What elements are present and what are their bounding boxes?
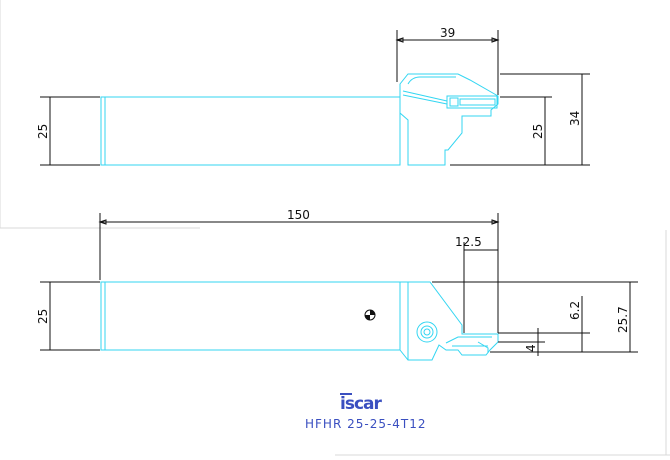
top-insert-seat — [449, 97, 459, 107]
side-head-outline — [399, 281, 499, 361]
dim-39-label: 39 — [440, 26, 455, 40]
dim-6-2-label: 6.2 — [568, 301, 582, 320]
side-shank-outline — [100, 281, 401, 351]
side-insert-top — [445, 336, 492, 344]
dim-150-label: 150 — [287, 208, 310, 222]
top-clamp-line-1 — [402, 90, 448, 102]
dim-25-side-label: 25 — [36, 309, 50, 324]
center-mark-symbol — [364, 309, 376, 321]
side-view-dimensions: 150 12.5 25 25.7 6.2 4 — [36, 208, 638, 356]
top-insert-blade — [459, 98, 496, 106]
dim-39-arrow-right — [491, 37, 500, 43]
brand-logo: iscar — [340, 394, 382, 414]
coolant-port-outer — [416, 321, 438, 343]
top-head-outline — [399, 73, 499, 166]
top-view-tool — [100, 73, 499, 166]
dim-39-arrow-left — [395, 37, 404, 43]
dim-150-arrow-right — [491, 219, 500, 225]
dim-25-right-label: 25 — [531, 124, 545, 139]
side-view-tool — [100, 281, 499, 361]
side-insert-tip — [477, 341, 489, 353]
dim-4-label: 4 — [524, 344, 538, 352]
top-insert-pocket — [446, 95, 498, 109]
dim-150-arrow-left — [98, 219, 107, 225]
coolant-port-core — [423, 328, 431, 336]
dim-25-7-label: 25.7 — [616, 306, 630, 333]
dim-12-5-label: 12.5 — [455, 235, 482, 249]
product-designation: HFHR 25-25-4T12 — [305, 417, 427, 431]
coolant-port-inner — [420, 325, 434, 339]
top-shank-outline — [100, 96, 401, 166]
dim-34-label: 34 — [568, 111, 582, 126]
dim-25-top-label: 25 — [36, 124, 50, 139]
top-clamp-arc — [407, 76, 456, 85]
top-view-dimensions: 39 25 34 25 — [36, 26, 590, 166]
top-clamp-line-2 — [402, 94, 448, 105]
